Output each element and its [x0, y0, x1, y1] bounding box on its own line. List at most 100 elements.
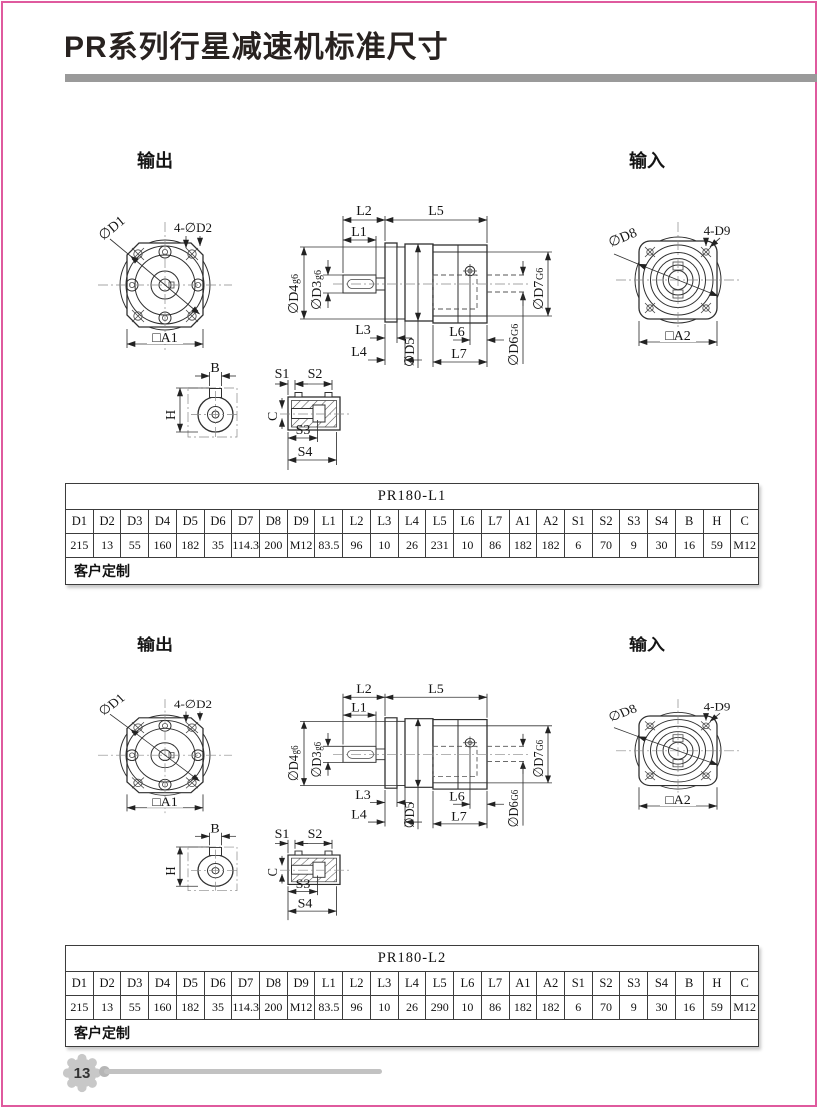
dim-label-l3: L3: [355, 323, 371, 338]
dim-label-d4-tol: g6: [290, 274, 301, 284]
value-cell: 83.5: [314, 533, 344, 558]
dim-label-s2: S2: [308, 827, 323, 841]
technical-drawing: 输出 输入 ∅D1: [96, 150, 740, 470]
value-cell: 35: [203, 995, 233, 1020]
column-header: L2: [342, 509, 371, 534]
dim-label-a1: □A1: [152, 331, 178, 346]
column-header: D8: [259, 971, 288, 996]
dim-label-d5: ∅D5: [401, 802, 417, 828]
value-cell: 86: [480, 533, 510, 558]
dim-label-s1: S1: [275, 367, 290, 382]
value-cell: 10: [369, 995, 399, 1020]
value-cell: 59: [702, 533, 732, 558]
value-cell: M12: [730, 995, 759, 1020]
column-header: A1: [508, 509, 538, 534]
input-label: 输入: [629, 150, 665, 171]
value-cell: M12: [286, 995, 316, 1020]
column-header: H: [702, 971, 732, 996]
value-cell: 10: [369, 533, 399, 558]
input-flange-front-view: ∅D8 4-D9 □A2: [606, 699, 740, 810]
column-header: L6: [453, 509, 482, 534]
value-cell: 160: [148, 533, 177, 558]
dim-label-a1: □A1: [152, 795, 178, 809]
value-cell: 96: [342, 995, 371, 1020]
value-cell: 35: [203, 533, 233, 558]
dim-label-s2: S2: [308, 367, 323, 382]
dim-label-d6: ∅D6: [505, 801, 521, 827]
dim-label-a2: □A2: [665, 793, 691, 807]
column-header: L4: [397, 971, 427, 996]
title-accent-bar: [65, 74, 817, 82]
column-header: D5: [175, 509, 205, 534]
value-cell: 182: [175, 533, 205, 558]
dim-label-d9: 4-D9: [704, 700, 731, 713]
corner-holes: [644, 721, 712, 781]
value-cell: 215: [65, 995, 94, 1020]
value-cell: 160: [148, 995, 177, 1020]
column-header: L1: [314, 971, 344, 996]
column-header: L1: [314, 509, 344, 534]
input-label: 输入: [629, 635, 665, 654]
dim-label-d1: ∅D1: [95, 691, 128, 719]
dim-label-s1: S1: [275, 827, 290, 841]
dim-label-l4: L4: [351, 807, 367, 821]
column-header: L5: [425, 509, 455, 534]
dim-label-l6: L6: [449, 789, 465, 803]
column-header: L7: [480, 971, 510, 996]
column-header: L3: [369, 509, 399, 534]
value-cell: 231: [425, 533, 455, 558]
dim-label-d6: ∅D6: [507, 337, 522, 366]
dim-label-d7: ∅D7: [530, 751, 546, 777]
footer-decorative-line: [104, 1069, 382, 1074]
column-header: A2: [536, 509, 565, 534]
value-cell: 59: [702, 995, 732, 1020]
corner-holes: [644, 246, 712, 314]
value-cell: 9: [619, 533, 649, 558]
value-cell: 182: [536, 533, 565, 558]
value-cell: M12: [730, 533, 759, 558]
value-cell: 26: [397, 533, 427, 558]
value-cell: 83.5: [314, 995, 344, 1020]
value-cell: 70: [591, 995, 621, 1020]
column-header: D7: [231, 509, 261, 534]
column-header: D4: [148, 971, 177, 996]
column-header: D5: [175, 971, 205, 996]
column-header: S4: [647, 971, 676, 996]
custom-note: 客户定制: [65, 1019, 759, 1047]
dim-label-l4: L4: [351, 345, 367, 360]
dim-label-s4: S4: [298, 896, 313, 910]
dim-label-l2: L2: [356, 204, 372, 219]
column-header: H: [702, 509, 732, 534]
dim-label-d6-tol: G6: [511, 790, 522, 801]
value-cell: 86: [480, 995, 510, 1020]
keyway-section-detail: S1 S2 C S3 S4: [266, 367, 352, 470]
column-header: D6: [203, 971, 233, 996]
column-header: D9: [286, 509, 316, 534]
value-cell: 182: [175, 995, 205, 1020]
column-header: S3: [619, 509, 649, 534]
column-header: S2: [591, 509, 621, 534]
dim-label-d8: ∅D8: [606, 701, 640, 724]
output-flange-front-view: ∅D1 4-∅D2 □A1: [96, 214, 232, 350]
column-header: D6: [203, 509, 233, 534]
value-cell: 16: [674, 533, 704, 558]
dim-label-l2: L2: [356, 682, 372, 696]
dim-label-d2: 4-∅D2: [174, 220, 212, 235]
gearbox-side-view: L2 L5 L1 ∅D4 g6 ∅D3 g6 ∅D5 ∅D7 G6: [285, 682, 552, 830]
column-header: D1: [65, 509, 94, 534]
column-header: S1: [563, 509, 593, 534]
value-cell: 6: [563, 533, 593, 558]
column-header: B: [674, 509, 704, 534]
table-title: PR180-L1: [65, 483, 759, 510]
column-header: L5: [425, 971, 455, 996]
value-cell: 114.3: [231, 533, 261, 558]
drawing-area: 输出 输入 ∅D1: [60, 140, 790, 480]
column-header: S1: [563, 971, 593, 996]
gear-icon: [62, 1053, 102, 1093]
page-number: 13: [74, 1065, 91, 1082]
dim-label-d3-tol: g6: [314, 742, 325, 751]
column-header: C: [730, 509, 759, 534]
value-cell: 182: [508, 995, 538, 1020]
dim-label-d4: ∅D4: [287, 285, 302, 314]
value-cell: 114.3: [231, 995, 261, 1020]
